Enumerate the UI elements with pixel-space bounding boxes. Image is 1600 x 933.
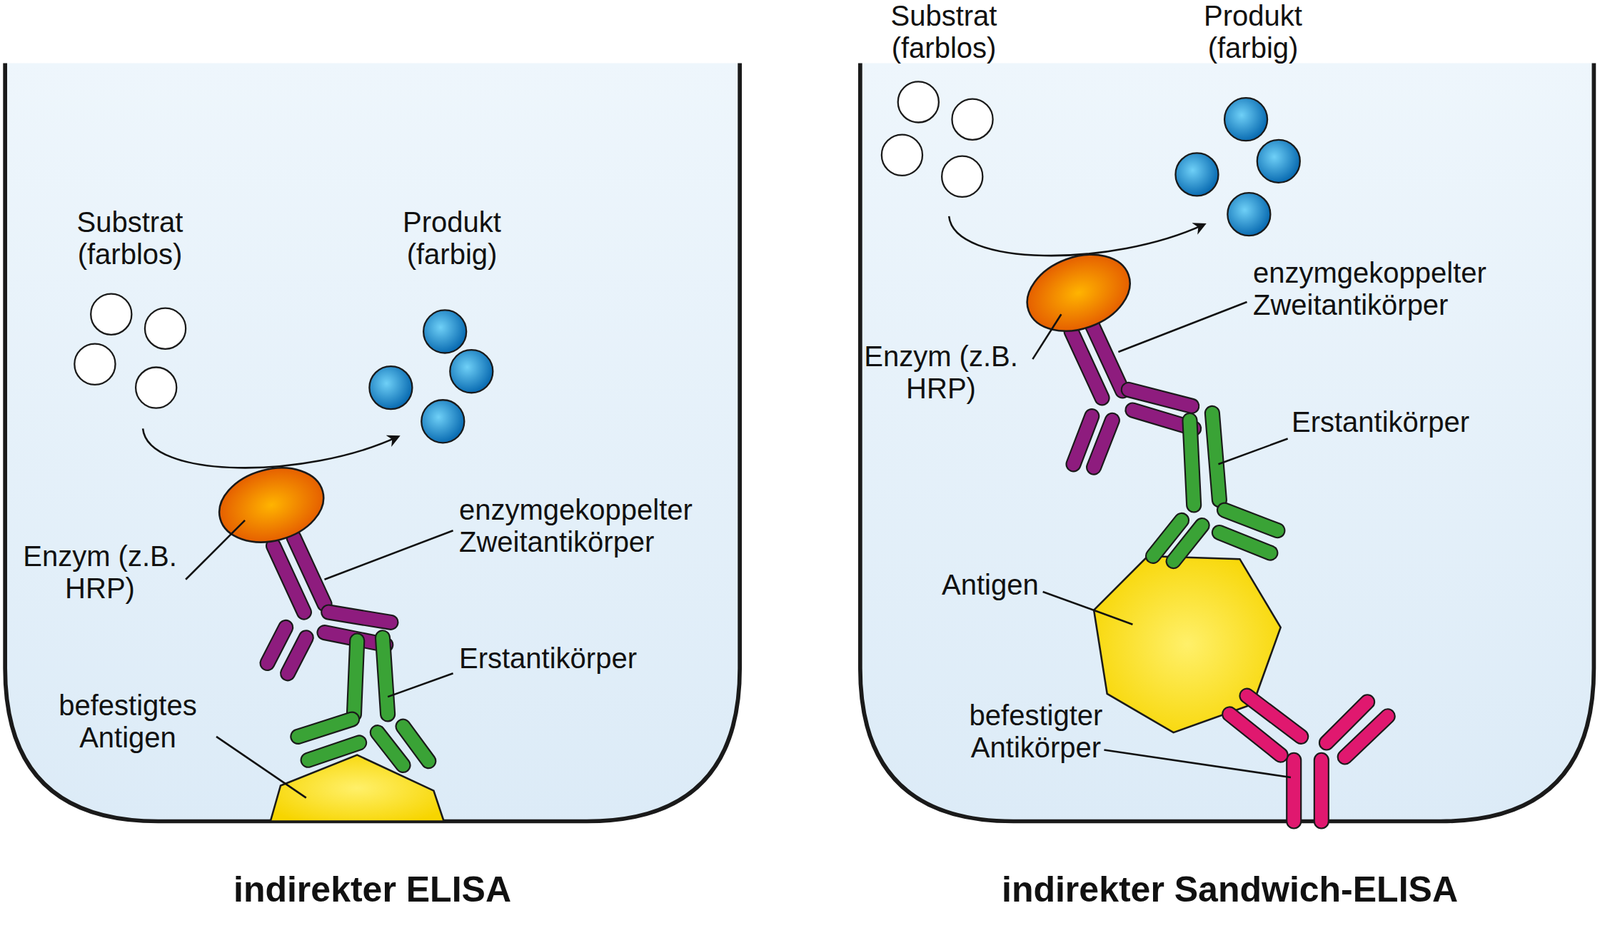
part-label: Substrat (farblos) bbox=[865, 0, 1023, 65]
antibody-chain bbox=[1182, 412, 1202, 513]
antibody-chain bbox=[346, 633, 365, 722]
panel-title: indirekter Sandwich-ELISA bbox=[1001, 869, 1458, 910]
product-circles bbox=[369, 97, 1300, 443]
well-left bbox=[4, 63, 740, 822]
part-label: Enzym (z.B. HRP) bbox=[7, 540, 193, 605]
antigen bbox=[270, 755, 445, 822]
part-label: Substrat (farblos) bbox=[51, 206, 209, 271]
well-right bbox=[860, 63, 1595, 822]
part-label: befestigtes Antigen bbox=[20, 689, 235, 754]
part-label: enzymgekoppelter Zweitantikörper bbox=[1253, 257, 1553, 322]
antibody-chain bbox=[1084, 411, 1122, 477]
panel-title: indirekter ELISA bbox=[233, 869, 512, 910]
antibody-chain bbox=[1210, 523, 1280, 563]
antibody-chain bbox=[1236, 686, 1311, 747]
antibody-chain bbox=[299, 733, 369, 770]
antibody-chain bbox=[393, 716, 440, 772]
part-label: Antigen bbox=[941, 569, 1039, 602]
antibody-chain bbox=[284, 528, 334, 614]
part-label: Enzym (z.B. HRP) bbox=[848, 340, 1034, 405]
reaction-arrow bbox=[142, 428, 398, 468]
part-label: befestigter Antikörper bbox=[928, 699, 1144, 764]
enzyme bbox=[1016, 241, 1141, 345]
antibody-chain bbox=[1286, 753, 1301, 829]
part-label: Erstantikörper bbox=[1291, 406, 1470, 439]
part-label: enzymgekoppelter Zweitantikörper bbox=[459, 494, 759, 559]
antibodies bbox=[257, 314, 1398, 829]
antibody-chain bbox=[1335, 706, 1398, 767]
antibody-chain bbox=[1163, 515, 1213, 572]
enzyme bbox=[210, 456, 332, 554]
antibody-chain bbox=[1204, 405, 1228, 508]
leader-lines bbox=[185, 302, 1291, 799]
substrate-circles bbox=[74, 81, 993, 408]
antibody-chain bbox=[1314, 753, 1329, 829]
part-label: Produkt (farbig) bbox=[1174, 0, 1332, 65]
antibody-chain bbox=[278, 628, 317, 684]
antibody-chain bbox=[374, 630, 395, 722]
part-label: Produkt (farbig) bbox=[373, 206, 531, 271]
reaction-arrow bbox=[948, 216, 1204, 256]
part-label: Erstantikörper bbox=[459, 642, 637, 675]
